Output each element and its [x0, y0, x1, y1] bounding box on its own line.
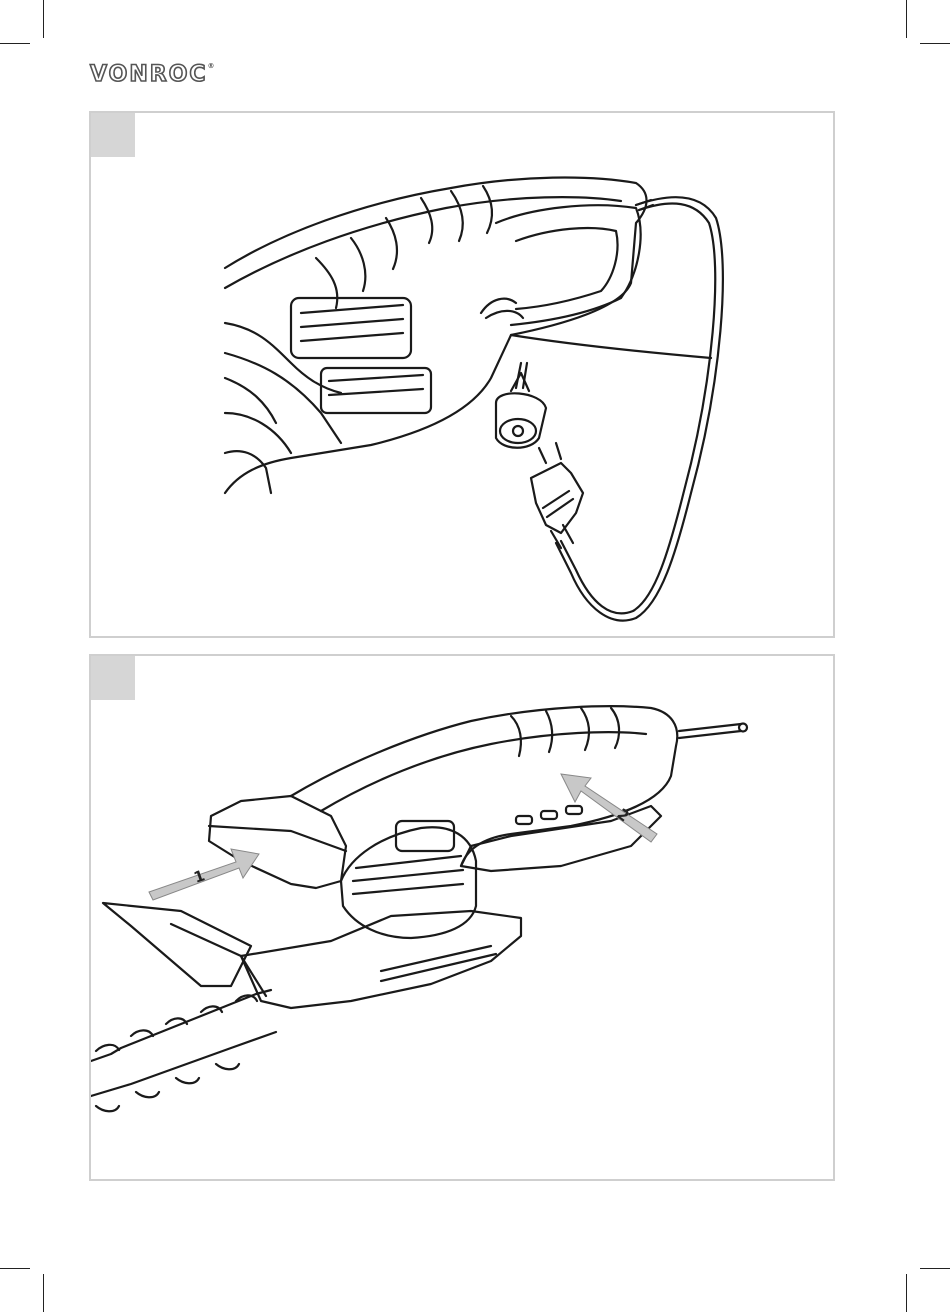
motor-housing	[341, 827, 476, 938]
rear-handle	[496, 205, 641, 325]
crop-mark-top-left-v	[43, 0, 44, 38]
registered-mark: ®	[208, 62, 217, 70]
brand-logo-text: VONROC	[90, 62, 208, 87]
blade-guard	[103, 903, 251, 986]
cable-socket	[496, 393, 546, 447]
mains-cable	[679, 724, 741, 731]
motor-vent	[291, 298, 411, 358]
crop-mark-top-right-h	[920, 43, 950, 44]
crop-mark-bottom-right-h	[920, 1268, 950, 1269]
trimmer-top-shell	[209, 796, 346, 888]
trimmer-housing	[225, 178, 647, 493]
crop-mark-top-right-v	[906, 0, 907, 38]
figure-1-panel	[89, 111, 835, 638]
crop-mark-bottom-right-v	[906, 1274, 907, 1312]
figure-2-illustration: 1 2	[91, 656, 833, 1179]
brand-logo: VONROC®	[90, 62, 217, 87]
crop-mark-bottom-left-v	[43, 1274, 44, 1312]
crop-mark-bottom-left-h	[0, 1268, 30, 1269]
callout-arrow-1: 1	[149, 849, 259, 900]
mains-cable	[556, 197, 723, 620]
crop-mark-top-left-h	[0, 43, 30, 44]
trimmer-base	[241, 911, 521, 1008]
figure-2-panel: 1 2	[89, 654, 835, 1181]
figure-1-illustration	[91, 113, 833, 636]
